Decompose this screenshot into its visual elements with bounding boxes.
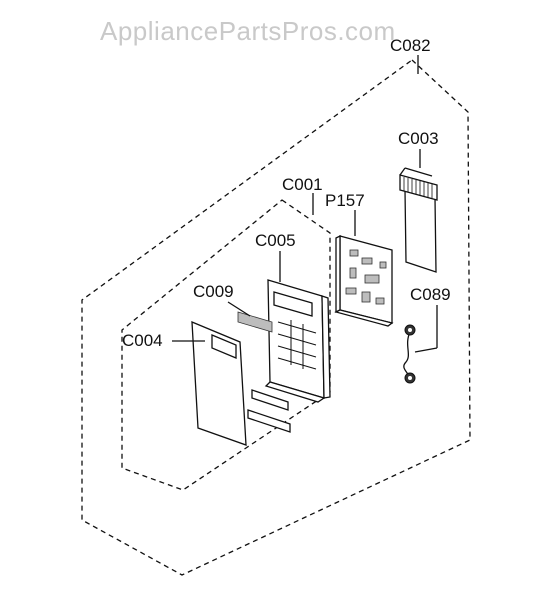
label-c004: C004 <box>122 331 163 350</box>
watermark: AppliancePartsPros.com <box>100 16 396 46</box>
part-c004 <box>191 321 291 446</box>
part-p157 <box>334 234 394 327</box>
leader-c089-tail <box>414 347 438 353</box>
label-c082: C082 <box>390 36 431 55</box>
part-c009 <box>237 311 273 333</box>
part-c005 <box>264 279 331 403</box>
label-c001: C001 <box>282 175 323 194</box>
assembly-outline-c001 <box>121 199 331 491</box>
leader-c009 <box>227 301 251 317</box>
label-c009: C009 <box>193 282 234 301</box>
label-p157: P157 <box>325 191 365 210</box>
label-c089: C089 <box>410 285 451 304</box>
part-c003 <box>399 167 438 273</box>
part-c089 <box>403 324 416 384</box>
label-c005: C005 <box>255 231 296 250</box>
label-c003: C003 <box>398 129 439 148</box>
assembly-outline-c082 <box>81 59 471 576</box>
